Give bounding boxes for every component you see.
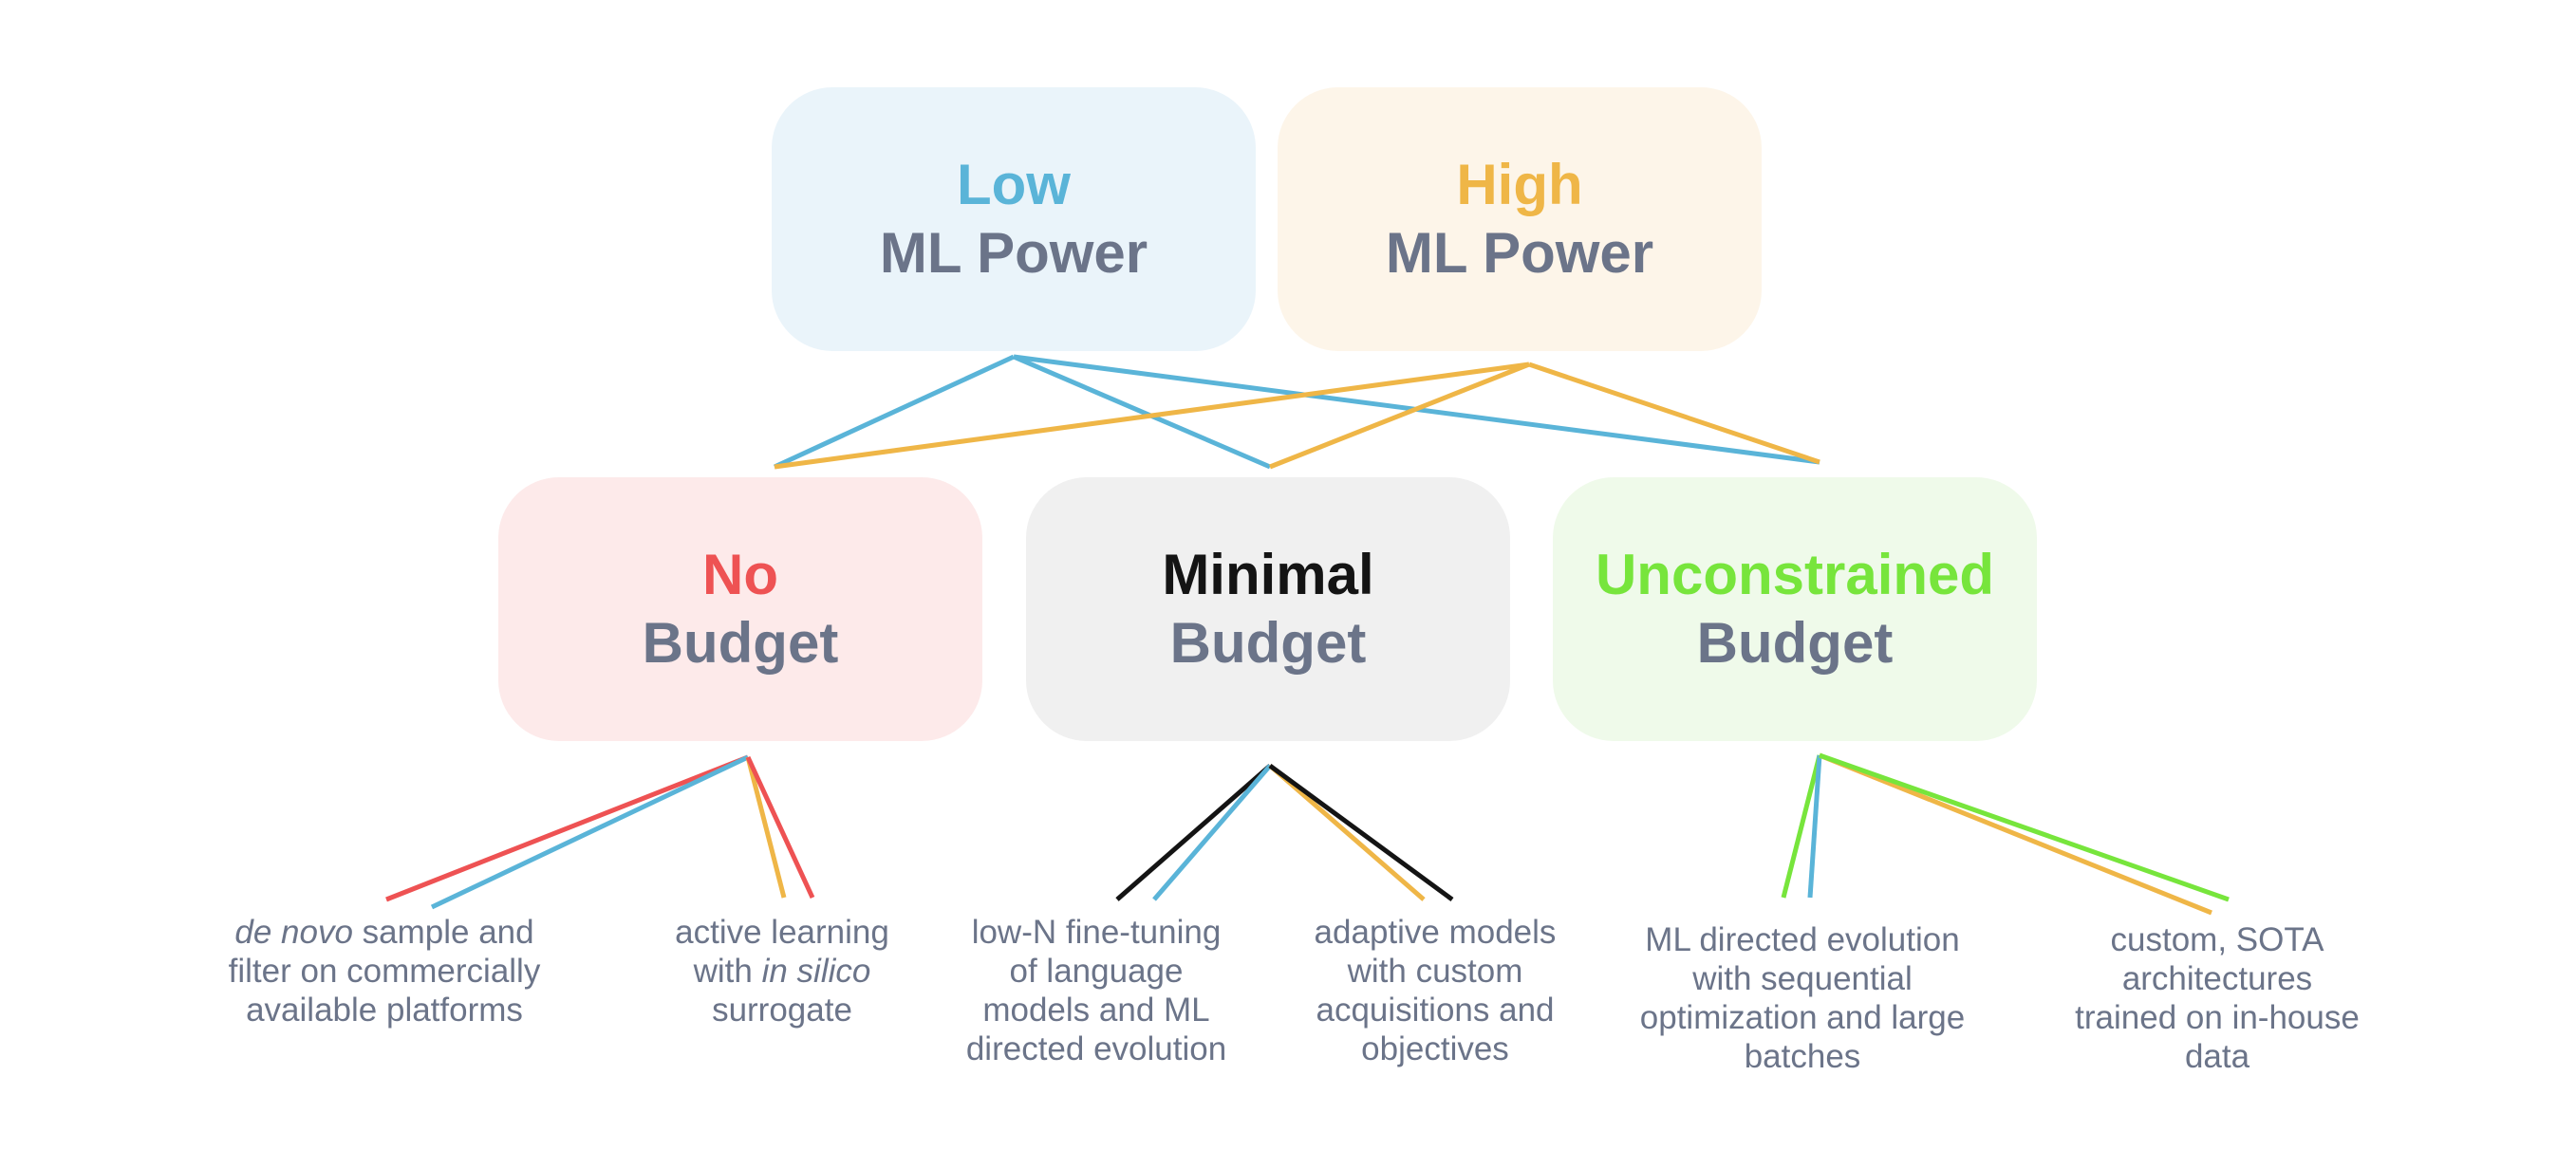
high-ml-power-box: High ML Power: [1278, 87, 1762, 351]
leaf-sota-line2: architectures: [2121, 960, 2313, 997]
leaf-adaptive-line2: with custom: [1347, 953, 1523, 990]
unconstrained-budget-title: Unconstrained: [1595, 543, 1995, 606]
leaf-mlde-line2: with sequential: [1692, 960, 1913, 997]
leaf-adaptive-models: adaptive models with custom acquisitions…: [1293, 913, 1577, 1068]
unconstrained-leaf1-blue-line: [1807, 754, 1822, 899]
leaf-mlde-line3: optimization and large: [1639, 999, 1966, 1036]
leaf-active-learning-line3: surrogate: [712, 992, 852, 1029]
leaf-de-novo-line2: filter on commercially: [228, 953, 541, 990]
leaf-low-n-line3: models and ML: [982, 992, 1210, 1029]
leaf-de-novo-sampling: de novo sample and filter on commerciall…: [176, 913, 593, 1029]
leaf-mlde-line4: batches: [1744, 1038, 1861, 1075]
minimal-leaf2-black-line: [1268, 763, 1454, 902]
leaf-low-n-line1: low-N fine-tuning: [971, 914, 1222, 951]
leaf-de-novo-line1: sample and: [352, 914, 534, 951]
leaf-adaptive-line4: objectives: [1361, 1030, 1509, 1067]
leaf-ml-directed-evolution: ML directed evolution with sequential op…: [1613, 920, 1992, 1076]
leaf-active-learning: active learning with in silico surrogate: [640, 913, 924, 1029]
high-ml-power-title: High: [1456, 153, 1583, 216]
minimal-leaf1-blue-line: [1152, 764, 1272, 901]
leaf-mlde-line1: ML directed evolution: [1645, 921, 1960, 958]
no-budget-subtitle: Budget: [642, 611, 839, 675]
leaf-active-learning-em: in silico: [761, 953, 871, 990]
no-budget-leaf1-red-line: [385, 754, 749, 902]
leaf-active-learning-line2: with: [693, 953, 762, 990]
low-to-no-budget-line: [773, 354, 1016, 470]
leaf-de-novo-em: de novo: [234, 914, 353, 951]
low-ml-power-title: Low: [957, 153, 1071, 216]
leaf-sota-line3: trained on in-house: [2075, 999, 2360, 1036]
leaf-sota-line1: custom, SOTA: [2110, 921, 2324, 958]
no-budget-box: No Budget: [498, 477, 982, 741]
leaf-adaptive-line1: adaptive models: [1314, 914, 1557, 951]
minimal-budget-subtitle: Budget: [1169, 611, 1367, 675]
no-budget-leaf2-orange-line: [745, 756, 787, 899]
leaf-low-n-line2: of language: [1009, 953, 1184, 990]
leaf-active-learning-line1: active learning: [675, 914, 889, 951]
minimal-leaf1-black-line: [1115, 764, 1272, 901]
high-ml-power-subtitle: ML Power: [1385, 221, 1654, 285]
minimal-budget-title: Minimal: [1162, 543, 1374, 606]
minimal-budget-box: Minimal Budget: [1026, 477, 1510, 741]
high-to-minimal-budget-line: [1269, 362, 1530, 470]
high-to-no-budget-line: [774, 362, 1530, 470]
leaf-adaptive-line3: acquisitions and: [1316, 992, 1555, 1029]
low-ml-power-subtitle: ML Power: [879, 221, 1148, 285]
leaf-custom-sota: custom, SOTA architectures trained on in…: [2046, 920, 2388, 1076]
no-budget-leaf2-red-line: [745, 755, 815, 900]
unconstrained-leaf1-green-line: [1781, 754, 1822, 899]
unconstrained-leaf2-orange-line: [1819, 752, 2212, 916]
leaf-de-novo-line3: available platforms: [246, 992, 523, 1029]
minimal-leaf2-orange-line: [1268, 764, 1426, 901]
no-budget-title: No: [702, 543, 778, 606]
leaf-sota-line4: data: [2184, 1038, 2250, 1075]
unconstrained-budget-subtitle: Budget: [1696, 611, 1894, 675]
low-ml-power-box: Low ML Power: [772, 87, 1256, 351]
no-budget-leaf1-blue-line: [430, 754, 750, 910]
low-to-minimal-budget-line: [1013, 354, 1271, 470]
unconstrained-leaf2-green-line: [1819, 752, 2230, 902]
high-to-unconstrained-budget-line: [1528, 362, 1820, 465]
unconstrained-budget-box: Unconstrained Budget: [1553, 477, 2037, 741]
leaf-low-n-line4: directed evolution: [965, 1030, 1227, 1067]
leaf-low-n-finetuning: low-N fine-tuning of language models and…: [940, 913, 1253, 1068]
